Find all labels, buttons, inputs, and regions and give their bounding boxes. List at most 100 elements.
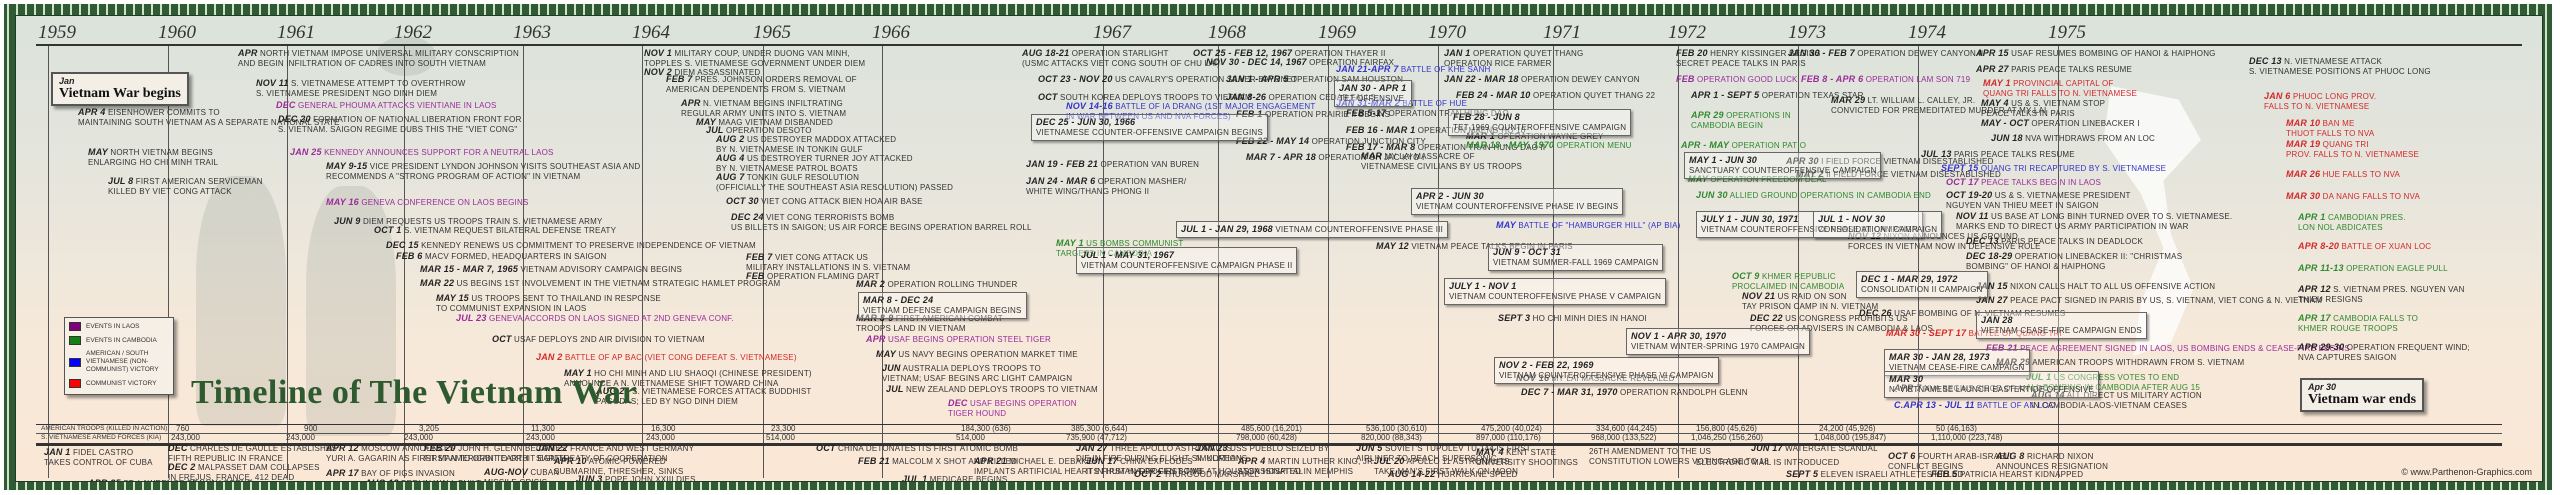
event-text: Ho Chi Minh dies in Hanoi [1530, 314, 1647, 323]
legend-label: Communist victory [86, 379, 157, 387]
event-date: Aug 8 [1996, 451, 2025, 461]
timeline-event: Dec USAF begins OperationTiger Hound [948, 398, 1077, 419]
event-text: Operation Van Buren [1098, 160, 1200, 169]
event-date: Jan 24 - Mar 6 [1026, 176, 1096, 186]
world-event: Apr 10 Atomic-poweredsubmarine, Thresher… [554, 456, 684, 477]
event-date: Feb 7 [666, 74, 693, 84]
event-text-2: proclaimed in Cambodia [1732, 282, 1845, 291]
timeline-event: Dec 13 N. Vietnamese attackS. Vietnamese… [2249, 56, 2431, 77]
timeline-event: Aug 14 All direct US military actionin C… [2031, 390, 2202, 411]
timeline-event: Jan 27 Peace pact signed in Paris by US,… [1976, 295, 2322, 306]
year-gridline [642, 46, 643, 478]
event-text: South Korea deploys troops to Vietnam [1057, 93, 1252, 102]
timeline-event: Mar 22 US begins 1st involvement in the … [420, 278, 780, 289]
event-text-2: its first hydrogen bomb [1086, 467, 1203, 476]
timeline-event: Oct USAF deploys 2nd Air Division to Vie… [492, 334, 705, 345]
event-date: Apr 29-30 [2298, 342, 2345, 352]
event-text-2: by N. Vietnamese in Tonkin Gulf [716, 145, 863, 154]
event-date: May [1688, 174, 1708, 184]
timeline-event: Jan 19 - Feb 21 Operation Van Buren [1026, 159, 1199, 170]
event-date: Mar 18 - May, 1970 [1466, 140, 1555, 150]
year-gridline [1328, 46, 1329, 478]
event-text: North Vietnam begins [107, 148, 213, 157]
timeline-event: Oct 17 Peace talks begin in Laos [1946, 177, 2101, 188]
event-text-2: Cambodia begin [1691, 121, 1764, 130]
legend-item: Communist victory [69, 379, 169, 388]
event-date: Mar 1 [1466, 131, 1496, 141]
campaign-box: Jan 28Vietnam Cease-Fire Campaign ends [1976, 312, 2147, 339]
event-text: Henry Kissinger begins [1707, 49, 1821, 58]
event-date: Apr 1 [2298, 212, 2326, 222]
world-event: Jul 1 Medicare begins [902, 474, 1007, 482]
event-text: Operation Maeng Ho 10 [1415, 126, 1526, 135]
event-date: May 4 [1981, 98, 2009, 108]
event-date: Dec 22 [1750, 313, 1783, 323]
event-text: Battle of "Hamburger Hill" (Ap Bia) [1515, 221, 1681, 230]
event-text-2: devestates SE United States [1388, 480, 1522, 481]
world-event: Feb 21 Malcolm X shot and killed [858, 456, 1017, 467]
event-text: Fourth Arab-Israeli [1915, 452, 2012, 461]
event-text: Hurricane Speed [1435, 470, 1518, 479]
year-gridline [168, 46, 169, 478]
event-date: Apr [866, 334, 886, 344]
event-text-2: announces resignation [1996, 462, 2109, 471]
event-text: N. Vietnam begins infiltrating [700, 99, 843, 108]
event-text: S. Vietnamese forces attack Buddhist [629, 387, 812, 396]
event-text: Operation Eagle Pull [2343, 264, 2448, 273]
timeline-event: Feb 8 - Apr 6 Operation Lam Son 719 [1801, 74, 1970, 85]
event-date: Nov 11 [256, 78, 289, 88]
event-text: St. Lawrence Seaway opens [121, 479, 253, 481]
event-text: MAAG Vietnam disbanded [715, 118, 833, 127]
timeline-event: May 1 US bombs communisttargets in Cambo… [1056, 238, 1184, 259]
event-date: Mar 29 [1996, 357, 2031, 367]
year-gridline [48, 46, 49, 478]
world-event: Aug 13 Berlin Wall built [365, 478, 481, 481]
event-date: Aug 4 [716, 153, 745, 163]
world-event: May 4 Kent StateUniversity shootings [1476, 447, 1578, 468]
campaign-text: Vietnam Counteroffensive Phase V Campaig… [1449, 292, 1662, 301]
event-text-2: by N. Vietnamese patrol boats [716, 164, 858, 173]
timeline-event: May 2 II Field Force Vietnam disestablis… [1796, 169, 2001, 180]
event-text-2: in Cambodia-Laos-Vietnam ceases [2031, 401, 2188, 410]
event-date: Apr 27 [1976, 64, 2009, 74]
event-text-2: die in fire during flight simulation [1076, 454, 1243, 463]
event-text-2: forces or advisers in Cambodia & Laos [1750, 324, 1933, 333]
event-date: Jan 31-Mar 2 [1336, 98, 1400, 108]
event-date: Apr 12 [326, 443, 359, 453]
event-date: Feb 16 - Mar 1 [1346, 125, 1416, 135]
event-date: Jul [706, 125, 724, 135]
timeline-event: Jan 31-Mar 2 Battle of Hue [1336, 98, 1467, 109]
timeline-event: Nov 12 Nixon announces US groundforces i… [1848, 231, 2041, 252]
event-text-2: S. Vietnamese President Ngo Dinh Diem [256, 89, 438, 98]
event-text: USS Pueblo seized by [1227, 444, 1330, 453]
stat-svn-forces: 243,000 [646, 433, 675, 442]
event-date: Feb 17 - Mar 8 [1346, 142, 1416, 152]
event-text: US destroyer Turner Joy attacked [744, 154, 913, 163]
campaign-box: Jul 1 - Nov 30Consolidation I Campaign [1813, 211, 1943, 238]
event-text-2: peace talks in Paris [1981, 109, 2075, 118]
year-gridline [1103, 46, 1104, 478]
event-date: Oct 17 [1946, 177, 1979, 187]
timeline-event: May US Navy begins Operation Market Time [876, 349, 1078, 360]
campaign-date: Feb 28 - Jun 8 [1453, 112, 1520, 122]
event-date: Jul 1 [902, 474, 928, 482]
event-text-2: take man's first walk on moon [1374, 467, 1519, 476]
event-date: Apr [681, 98, 701, 108]
event-text: Operation Thayer II [1292, 49, 1386, 58]
event-text: Battle of Ap Bac (Viet Cong defeat S. Vi… [562, 353, 797, 362]
event-date: Oct 6 [1888, 451, 1916, 461]
world-event: Dec Charles de Gaulle establishesFifth R… [168, 443, 337, 464]
event-text: Provincial capital of [2010, 79, 2114, 88]
event-text: S. Vietnam Pres. Nguyen Van [2330, 285, 2465, 294]
event-text: Cambodia falls to [2330, 314, 2419, 323]
timeline-event: Mar 2 Operation Rolling Thunder [856, 279, 1018, 290]
event-text: US bombs communist [1083, 239, 1184, 248]
event-text-2: by Symbionese Liberation Army [1931, 480, 2077, 481]
event-text: Operation Masher/ [1095, 177, 1187, 186]
event-date: Apr 11-13 [2298, 263, 2344, 273]
event-text: Operation Menu [1554, 141, 1632, 150]
event-text: Ban Me [2320, 119, 2355, 128]
timeline-event: Jan 6 Phuoc Long Prov.falls to N. Vietna… [2264, 91, 2376, 112]
timeline-event: Apr USAF begins Operation Steel Tiger [866, 334, 1051, 345]
